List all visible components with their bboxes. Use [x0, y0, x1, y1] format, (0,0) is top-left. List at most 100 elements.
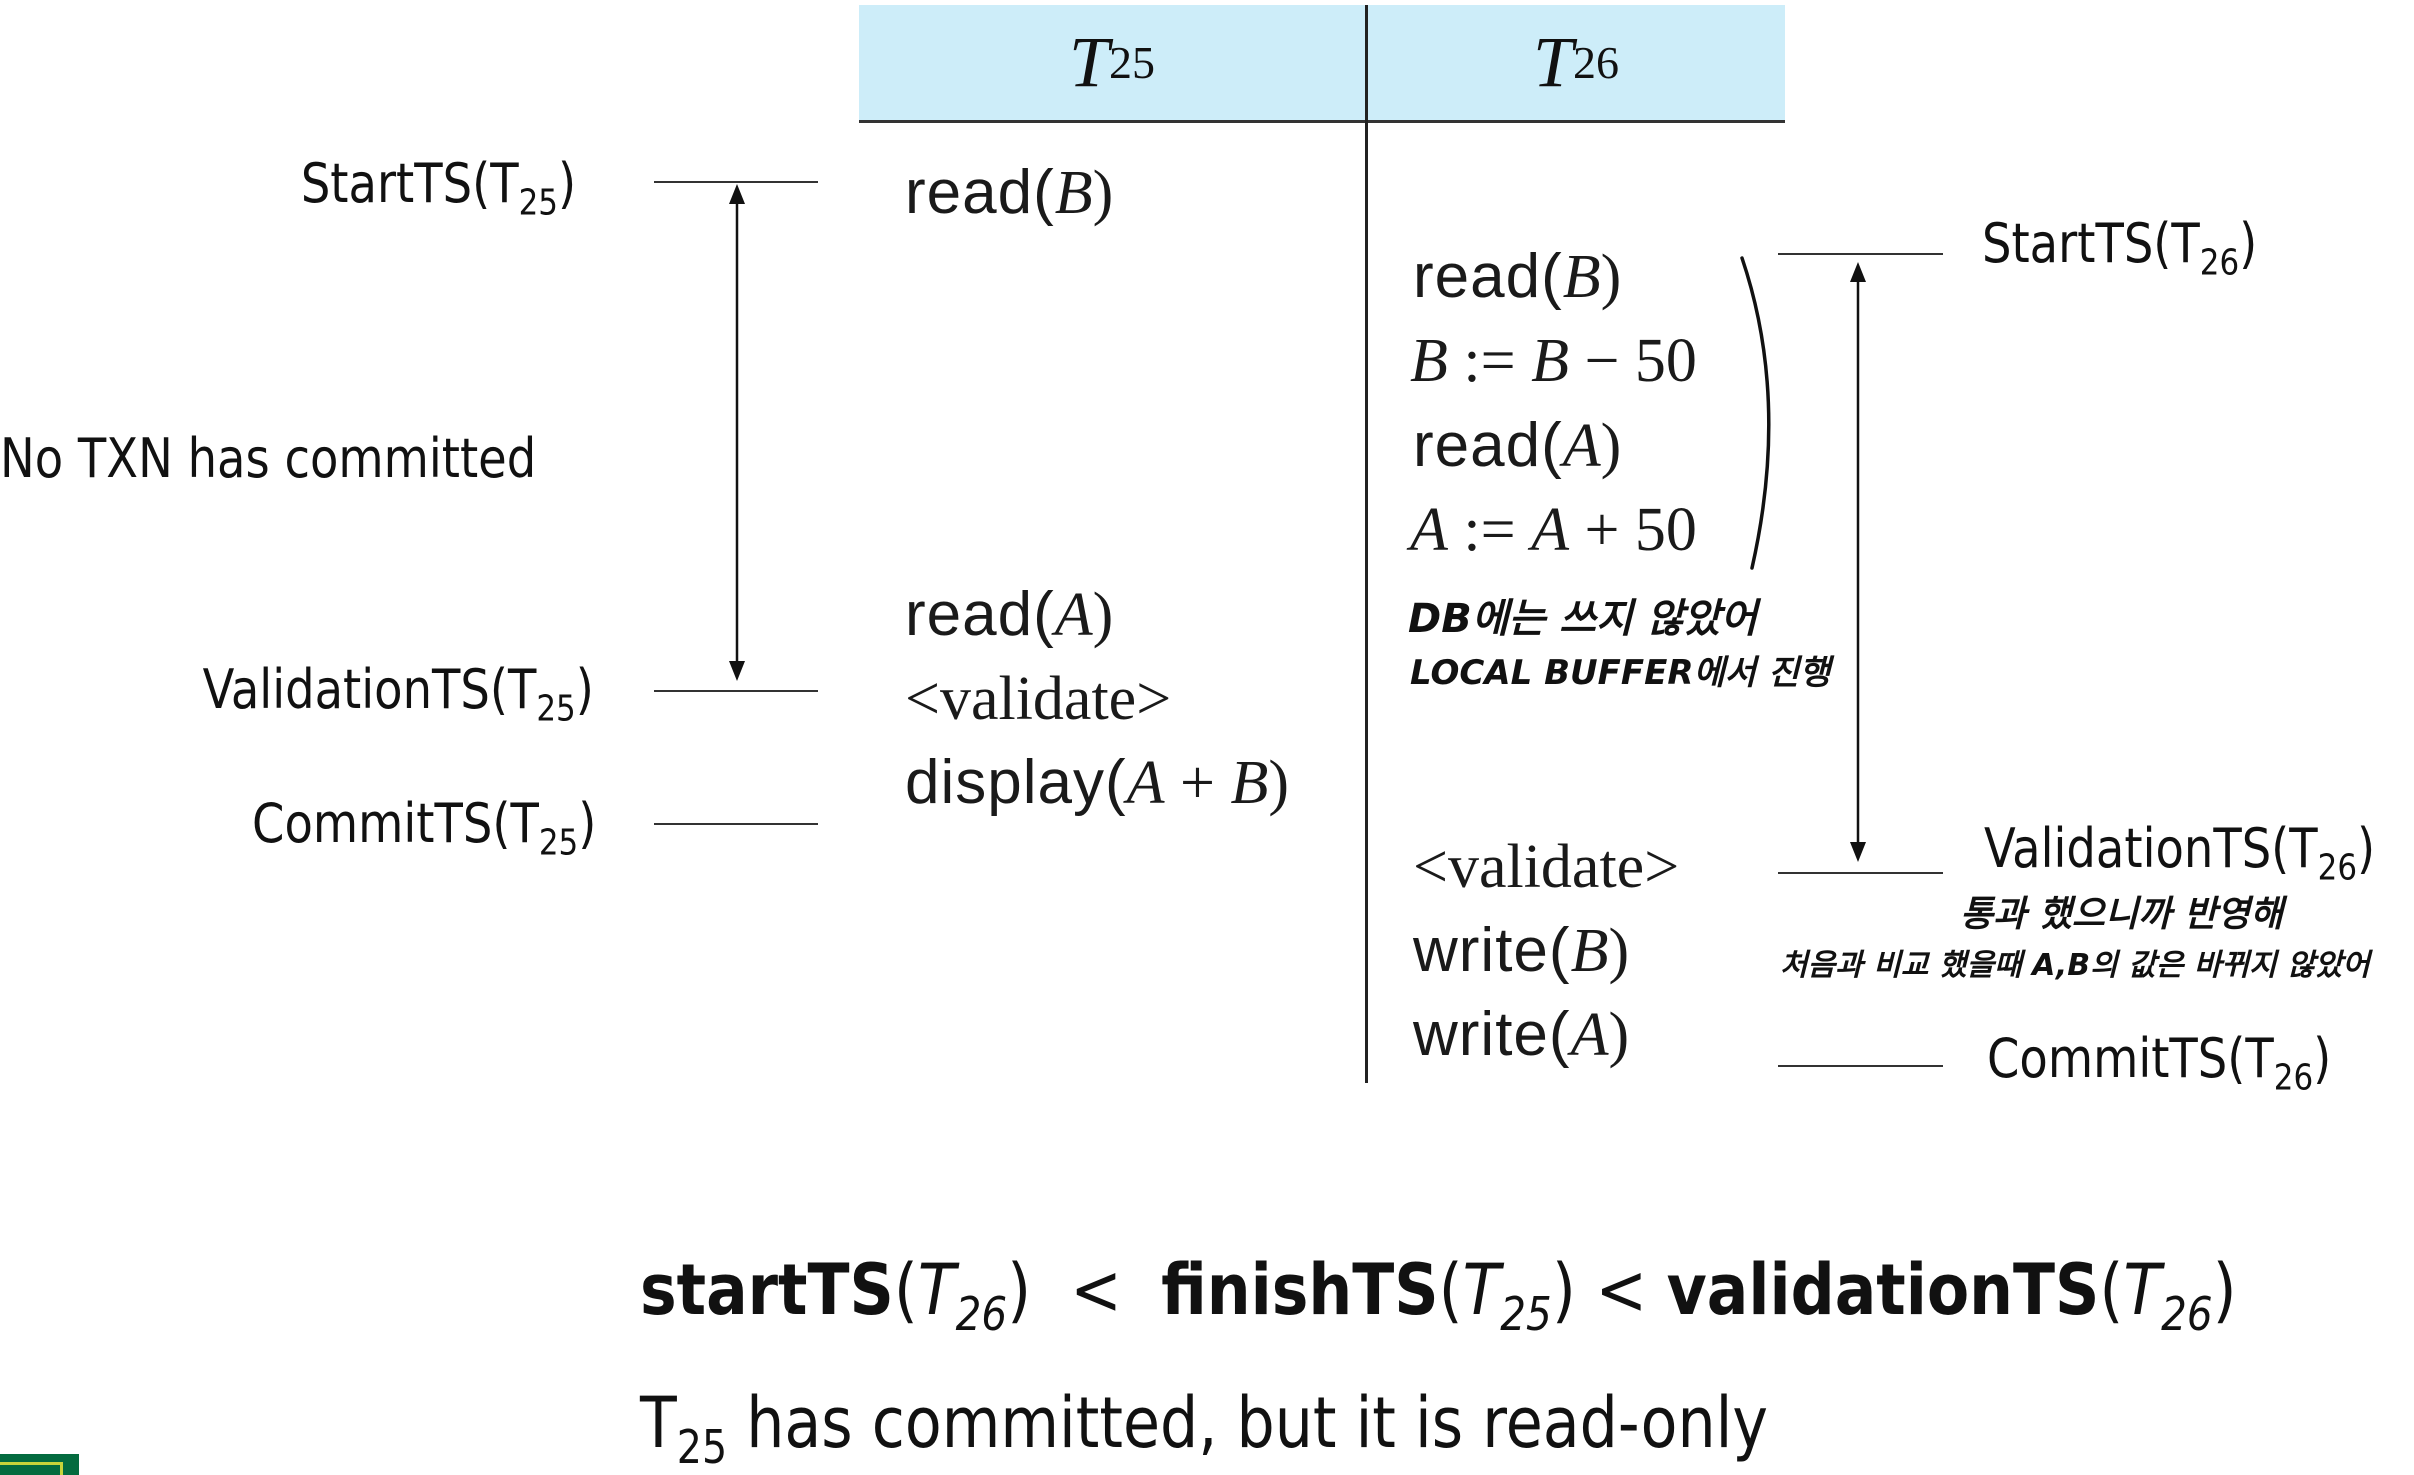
label-start-ts-t25: StartTS(T25) [301, 157, 576, 222]
label-validation-ts-t26: ValidationTS(T26) [1984, 822, 2375, 887]
label-sub: 26 [2199, 242, 2240, 284]
t26-op-assign-a: A := A + 50 [1410, 499, 1697, 561]
label-text: CommitTS(T [251, 792, 539, 855]
t25-op-validate: <validate> [905, 668, 1171, 730]
op-close: ) [1608, 1001, 1630, 1069]
formula-finish-ts: finishTS [1161, 1249, 1439, 1331]
op-variable: A [1054, 581, 1093, 649]
op-close: ) [1608, 917, 1630, 985]
label-close: ) [2357, 817, 2376, 880]
op-variable: A [1570, 1001, 1609, 1069]
read-only-note: T25 has committed, but it is read-only [640, 1388, 1768, 1470]
op-variable-2: B [1230, 749, 1269, 817]
label-start-ts-t26: StartTS(T26) [1982, 217, 2257, 282]
t26-op-read-b: read(B) [1413, 243, 1621, 311]
label-close: ) [575, 658, 594, 721]
timestamp-inequality-formula: startTS(T26) < finishTS(T25) < validatio… [640, 1249, 2237, 1342]
op-plus: + [1164, 749, 1231, 817]
op-keyword: write( [1413, 916, 1571, 985]
label-sub: 26 [2273, 1057, 2314, 1099]
label-close: ) [577, 792, 596, 855]
op-variable: B [1410, 327, 1448, 395]
handwritten-note-values-unchanged: 처음과 비교 했을때 A,B의 값은 바뀌지 않았어 [1780, 948, 2370, 983]
tick-start-ts-t26 [1778, 253, 1943, 255]
formula-var: T [2123, 1249, 2162, 1331]
t26-op-validate: <validate> [1413, 836, 1679, 898]
label-sub: 25 [518, 182, 558, 224]
label-commit-ts-t26: CommitTS(T26) [1987, 1032, 2331, 1097]
label-text: StartTS(T [1982, 212, 2200, 275]
column-header-t25-name: T [1068, 22, 1110, 102]
handwritten-note-local-buffer: LOCAL BUFFER에서 진행 [1410, 653, 1831, 693]
op-variable-2: B [1531, 327, 1569, 395]
handwritten-note-passed-apply: 통과 했으니까 반영해 [1960, 894, 2284, 935]
tick-validation-ts-t26 [1778, 872, 1943, 874]
t25-interval-arrow [729, 184, 745, 681]
op-variable: A [1410, 496, 1448, 564]
handwritten-note-db-not-written: DB에는 쓰지 않았어 [1408, 596, 1758, 642]
op-assign: := [1447, 327, 1532, 395]
formula-sub: 26 [955, 1287, 1008, 1342]
op-rest: + 50 [1568, 496, 1697, 564]
op-variable: A [1126, 749, 1165, 817]
label-text: ValidationTS(T [1984, 817, 2318, 880]
op-keyword: write( [1413, 1000, 1571, 1069]
column-divider [1365, 5, 1368, 1083]
label-commit-ts-t25: CommitTS(T25) [252, 797, 596, 862]
op-keyword: read( [905, 580, 1055, 649]
t26-op-write-a: write(A) [1413, 1001, 1630, 1069]
t25-op-read-b: read(B) [905, 159, 1114, 227]
formula-less-than: < [1595, 1249, 1648, 1331]
t25-op-read-a: read(A) [905, 581, 1114, 649]
label-text: CommitTS(T [1987, 1027, 2274, 1090]
arrow-up-icon [729, 184, 745, 204]
op-keyword: read( [1413, 411, 1563, 480]
op-variable-2: A [1531, 496, 1569, 564]
note-t: T [640, 1382, 677, 1464]
label-close: ) [2313, 1027, 2332, 1090]
formula-sub: 26 [2161, 1287, 2213, 1342]
slide-logo-inner [0, 1462, 63, 1475]
tick-commit-ts-t26 [1778, 1065, 1943, 1067]
op-assign: := [1447, 496, 1532, 564]
op-close: ) [1092, 159, 1114, 227]
label-validation-ts-t25: ValidationTS(T25) [203, 663, 594, 728]
label-text: StartTS(T [300, 152, 519, 215]
formula-start-ts: startTS [640, 1249, 894, 1331]
column-header-t26-name: T [1532, 22, 1574, 102]
t26-op-read-a: read(A) [1413, 412, 1622, 480]
t25-op-display: display(A + B) [905, 749, 1290, 817]
t26-op-write-b: write(B) [1413, 917, 1630, 985]
op-close: ) [1600, 412, 1622, 480]
op-variable: B [1562, 243, 1601, 311]
label-sub: 25 [538, 822, 578, 864]
formula-less-than: < [1070, 1249, 1122, 1331]
op-close: ) [1092, 581, 1114, 649]
label-close: ) [557, 152, 576, 215]
slide-logo [0, 1454, 79, 1475]
formula-var: T [1462, 1249, 1501, 1331]
arrow-up-icon [1850, 262, 1866, 282]
note-text: has committed, but it is read-only [727, 1382, 1769, 1464]
formula-sub: 25 [1500, 1287, 1552, 1342]
tick-commit-ts-t25 [654, 823, 818, 825]
op-variable: A [1562, 412, 1601, 480]
label-no-txn-committed: No TXN has committed [0, 427, 537, 490]
op-validate-text: <validate> [1413, 833, 1680, 901]
label-close: ) [2239, 212, 2258, 275]
arrow-down-icon [1850, 842, 1866, 862]
op-keyword: display( [905, 748, 1127, 817]
op-close: ) [1268, 749, 1290, 817]
label-text: ValidationTS(T [202, 658, 537, 721]
op-rest: − 50 [1568, 327, 1697, 395]
t26-interval-arrow [1850, 262, 1866, 862]
tick-start-ts-t25 [654, 181, 818, 183]
tick-validation-ts-t25 [654, 690, 818, 692]
label-sub: 26 [2317, 847, 2358, 889]
note-sub: 25 [676, 1420, 728, 1475]
formula-validation-ts: validationTS [1666, 1249, 2100, 1331]
op-variable: B [1570, 917, 1609, 985]
